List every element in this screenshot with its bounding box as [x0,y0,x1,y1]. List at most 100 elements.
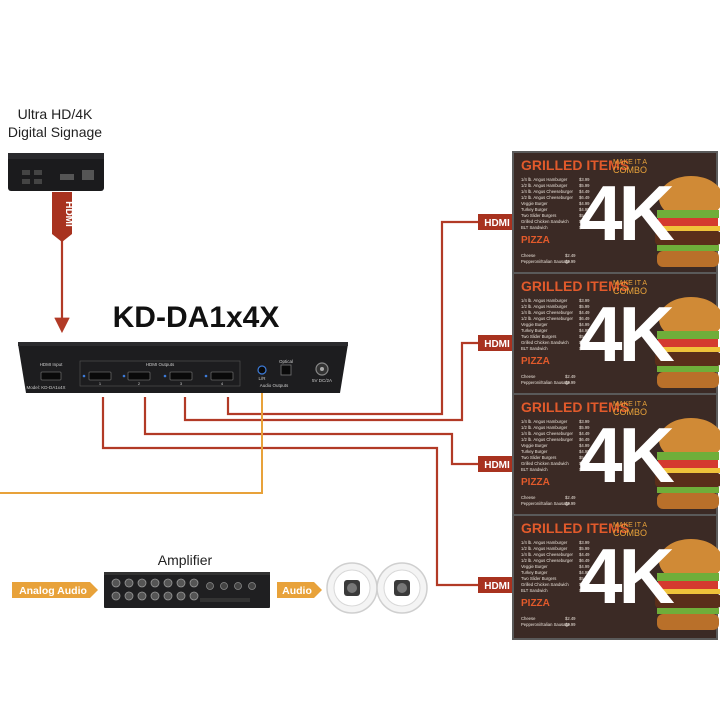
display-4-menu-price: $4.49 [579,552,590,557]
source-title-line1: Ultra HD/4K [18,106,93,122]
display-2-menu-item: Veggie Burger [521,322,548,327]
display-4-menu-price: $5.99 [579,582,590,587]
display-3-combo-line2: COMBO [613,407,647,417]
display-3-pizza: PIZZA [521,477,550,488]
output-number-3: 3 [180,381,183,386]
display-1-menu-price: $4.99 [579,225,590,230]
display-1-menu-price: $6.49 [579,195,590,200]
display-1-menu-price: $3.99 [579,177,590,182]
display-2-pizza-item: Pepperoni/Italian Sausage [521,380,571,385]
lr-audio-jack [257,365,267,375]
display-4-pizza-price: $2.99 [565,622,576,627]
display-1-pizza-price: $2.99 [565,259,576,264]
device-lr-label: L/R [258,376,266,381]
display-1-combo-line2: COMBO [613,165,647,175]
display-1-title: GRILLED ITEMS [521,157,629,173]
display-2-menu-item: 1/2 lb. Angus Hamburger [521,304,568,309]
display-4-menu-price: $4.99 [579,570,590,575]
display-1-pizza-item: Cheese [521,253,536,258]
analog-audio-tag: Analog Audio [12,582,98,598]
display-4-menu-item: BLT Sandwich [521,588,548,593]
display-3-menu-price: $6.49 [579,437,590,442]
hdmi-tag-display-3: HDMI [478,456,522,472]
display-4-menu-item: 1/2 lb. Angus Hamburger [521,546,568,551]
display-3-menu-item: 1/2 lb. Angus Hamburger [521,425,568,430]
display-2-menu-item: Grilled Chicken Sandwich [521,340,569,345]
display-3-4k-text: 4K [579,411,674,499]
display-2-menu-price: $5.99 [579,340,590,345]
display-3-pizza-price: $2.49 [565,495,576,500]
display-3-menu-price: $5.49 [579,455,590,460]
audio-tag: Audio [277,582,322,598]
display-3-combo-line1: MAKE IT A [613,401,647,408]
display-3-pizza-price: $2.99 [565,501,576,506]
display-3-title: GRILLED ITEMS [521,399,629,415]
display-2-menu-item: BLT Sandwich [521,346,548,351]
display-1-menu-price: $4.49 [579,189,590,194]
display-1-menu-item: 1/2 lb. Angus Cheeseburger [521,195,574,200]
display-4-menu-price: $4.99 [579,564,590,569]
ceiling-speaker-2 [376,562,428,614]
display-1-menu-price: $5.99 [579,183,590,188]
display-1-4k-text: 4K [579,169,674,257]
display-4-menu-item: Veggie Burger [521,564,548,569]
display-2-title: GRILLED ITEMS [521,278,629,294]
display-3-menu-price: $4.99 [579,467,590,472]
device-input-label: HDMI Input [40,362,64,367]
display-4-menu-price: $4.99 [579,588,590,593]
display-1-menu-price: $4.99 [579,201,590,206]
audio-tag-label: Audio [282,585,312,597]
display-4-menu-price: $5.99 [579,546,590,551]
display-1-menu-item: BLT Sandwich [521,225,548,230]
display-3-menu-item: Grilled Chicken Sandwich [521,461,569,466]
display-3-pizza-item: Pepperoni/Italian Sausage [521,501,571,506]
display-4-menu-item: Grilled Chicken Sandwich [521,582,569,587]
display-4-combo-line1: MAKE IT A [613,522,647,529]
display-2-menu-price: $4.49 [579,310,590,315]
display-2-menu-price: $5.49 [579,334,590,339]
display-4-menu-price: $6.49 [579,558,590,563]
display-2-menu-item: 1/4 lb. Angus Hamburger [521,298,568,303]
display-1-menu-item: Veggie Burger [521,201,548,206]
display-2-pizza-item: Cheese [521,374,536,379]
device-power-label: 5V DC/2A [312,378,332,383]
display-4-combo-line2: COMBO [613,528,647,538]
device-outputs-label: HDMI Outputs [146,362,175,367]
hdmi-tag-display-4-label: HDMI [484,581,510,592]
device-optical-label: Optical [279,359,293,364]
display-1-menu-item: Grilled Chicken Sandwich [521,219,569,224]
distribution-amplifier [18,342,348,393]
display-3-menu-item: Two Slider Burgers [521,455,556,460]
audio-amplifier [104,572,270,608]
display-4-pizza-item: Cheese [521,616,536,621]
display-1-menu-price: $5.99 [579,219,590,224]
display-1-menu-item: Turkey Burger [521,207,548,212]
display-1-menu-item: 1/2 lb. Angus Hamburger [521,183,568,188]
display-2-pizza: PIZZA [521,356,550,367]
display-3-menu-item: BLT Sandwich [521,467,548,472]
hdmi-tag-display-3-label: HDMI [484,460,510,471]
output-number-4: 4 [221,381,224,386]
display-2-menu-item: 1/2 lb. Angus Cheeseburger [521,316,574,321]
device-model-plate: Model: KD-DA1x4X [26,385,65,390]
display-1-combo-line1: MAKE IT A [613,159,647,166]
display-4-pizza-price: $2.49 [565,616,576,621]
display-3-menu-price: $5.99 [579,461,590,466]
hdmi-line-output-1 [101,397,520,587]
display-2-combo-line2: COMBO [613,286,647,296]
hdmi-output-port-3 [169,371,193,381]
display-3-pizza-item: Cheese [521,495,536,500]
hdmi-tag-display-1-label: HDMI [484,218,510,229]
hdmi-line-output-4 [226,220,520,416]
display-2-menu-item: Two Slider Burgers [521,334,556,339]
display-4-menu-price: $5.49 [579,576,590,581]
source-title-line2: Digital Signage [8,124,102,140]
ceiling-speaker-1 [326,562,378,614]
display-2-menu-price: $4.99 [579,322,590,327]
signage-player [8,153,104,191]
audio-line-lr [0,385,263,494]
